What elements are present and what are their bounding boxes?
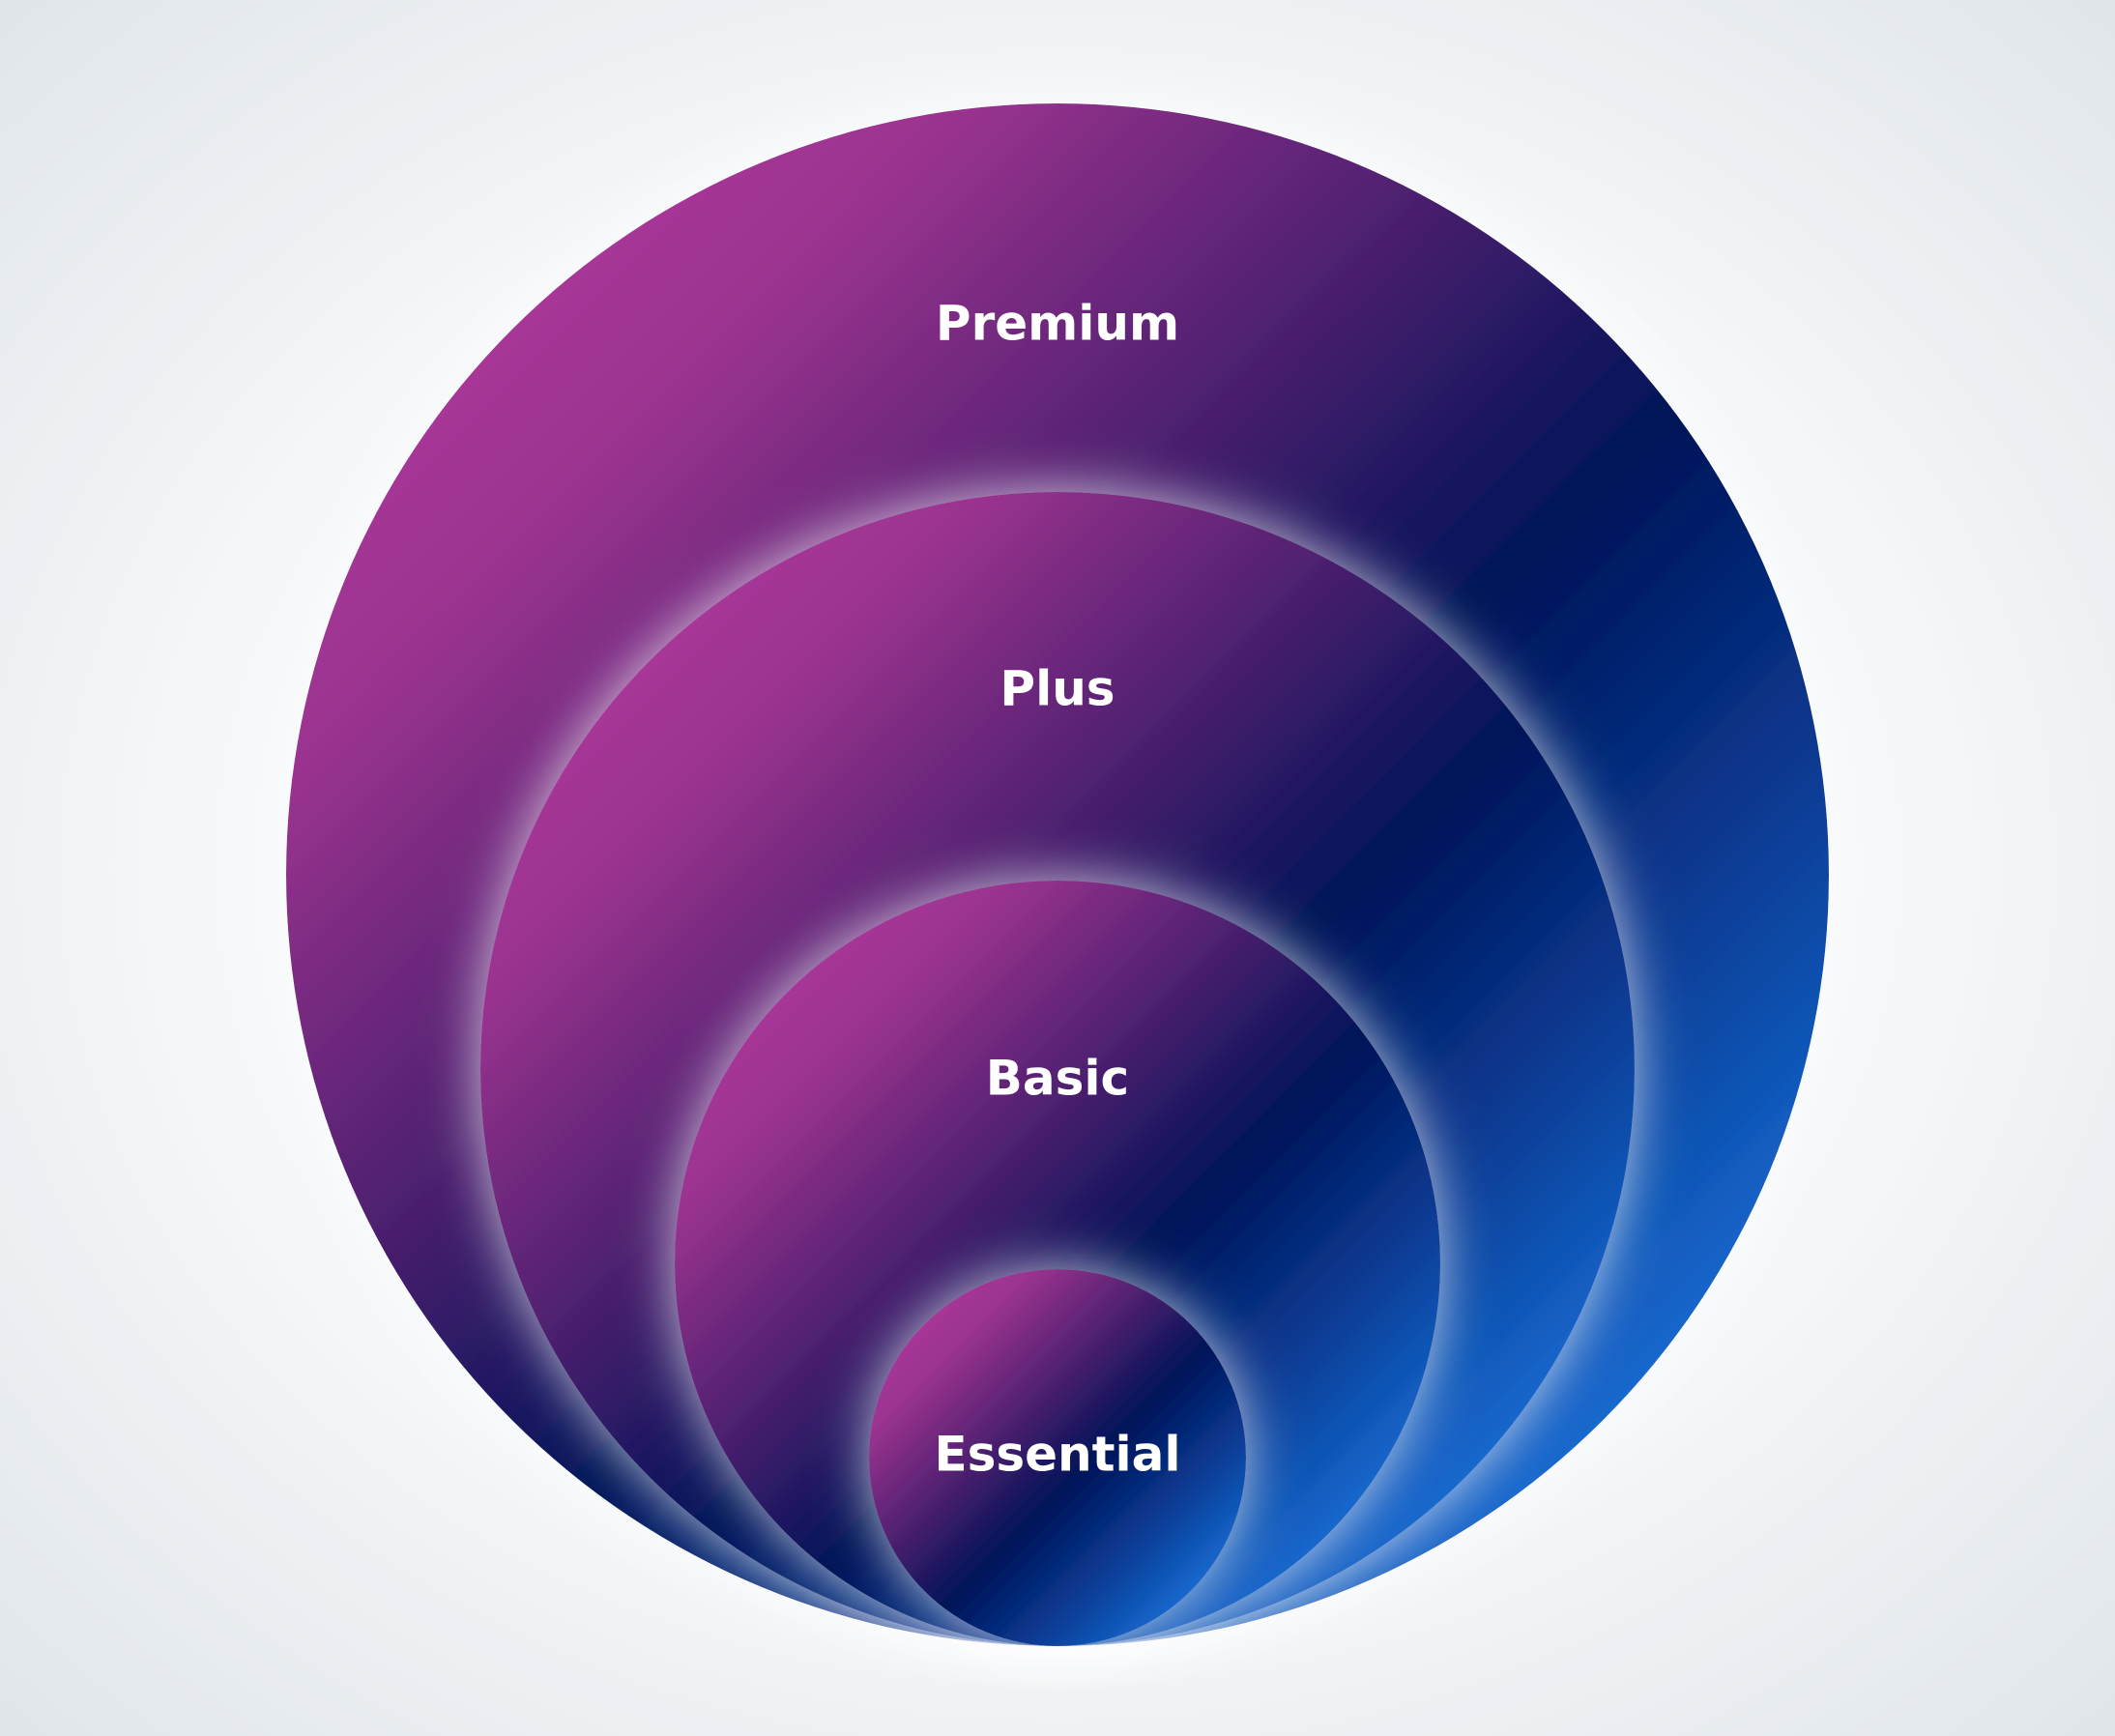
- tier-label-premium: Premium: [936, 296, 1179, 352]
- tier-circle-essential: [869, 1269, 1246, 1646]
- tier-circles: [286, 103, 1829, 1646]
- tier-circle-basic: [675, 881, 1440, 1646]
- tier-label-essential: Essential: [934, 1427, 1180, 1483]
- tier-label-basic: Basic: [986, 1051, 1129, 1107]
- tier-label-plus: Plus: [1000, 661, 1115, 717]
